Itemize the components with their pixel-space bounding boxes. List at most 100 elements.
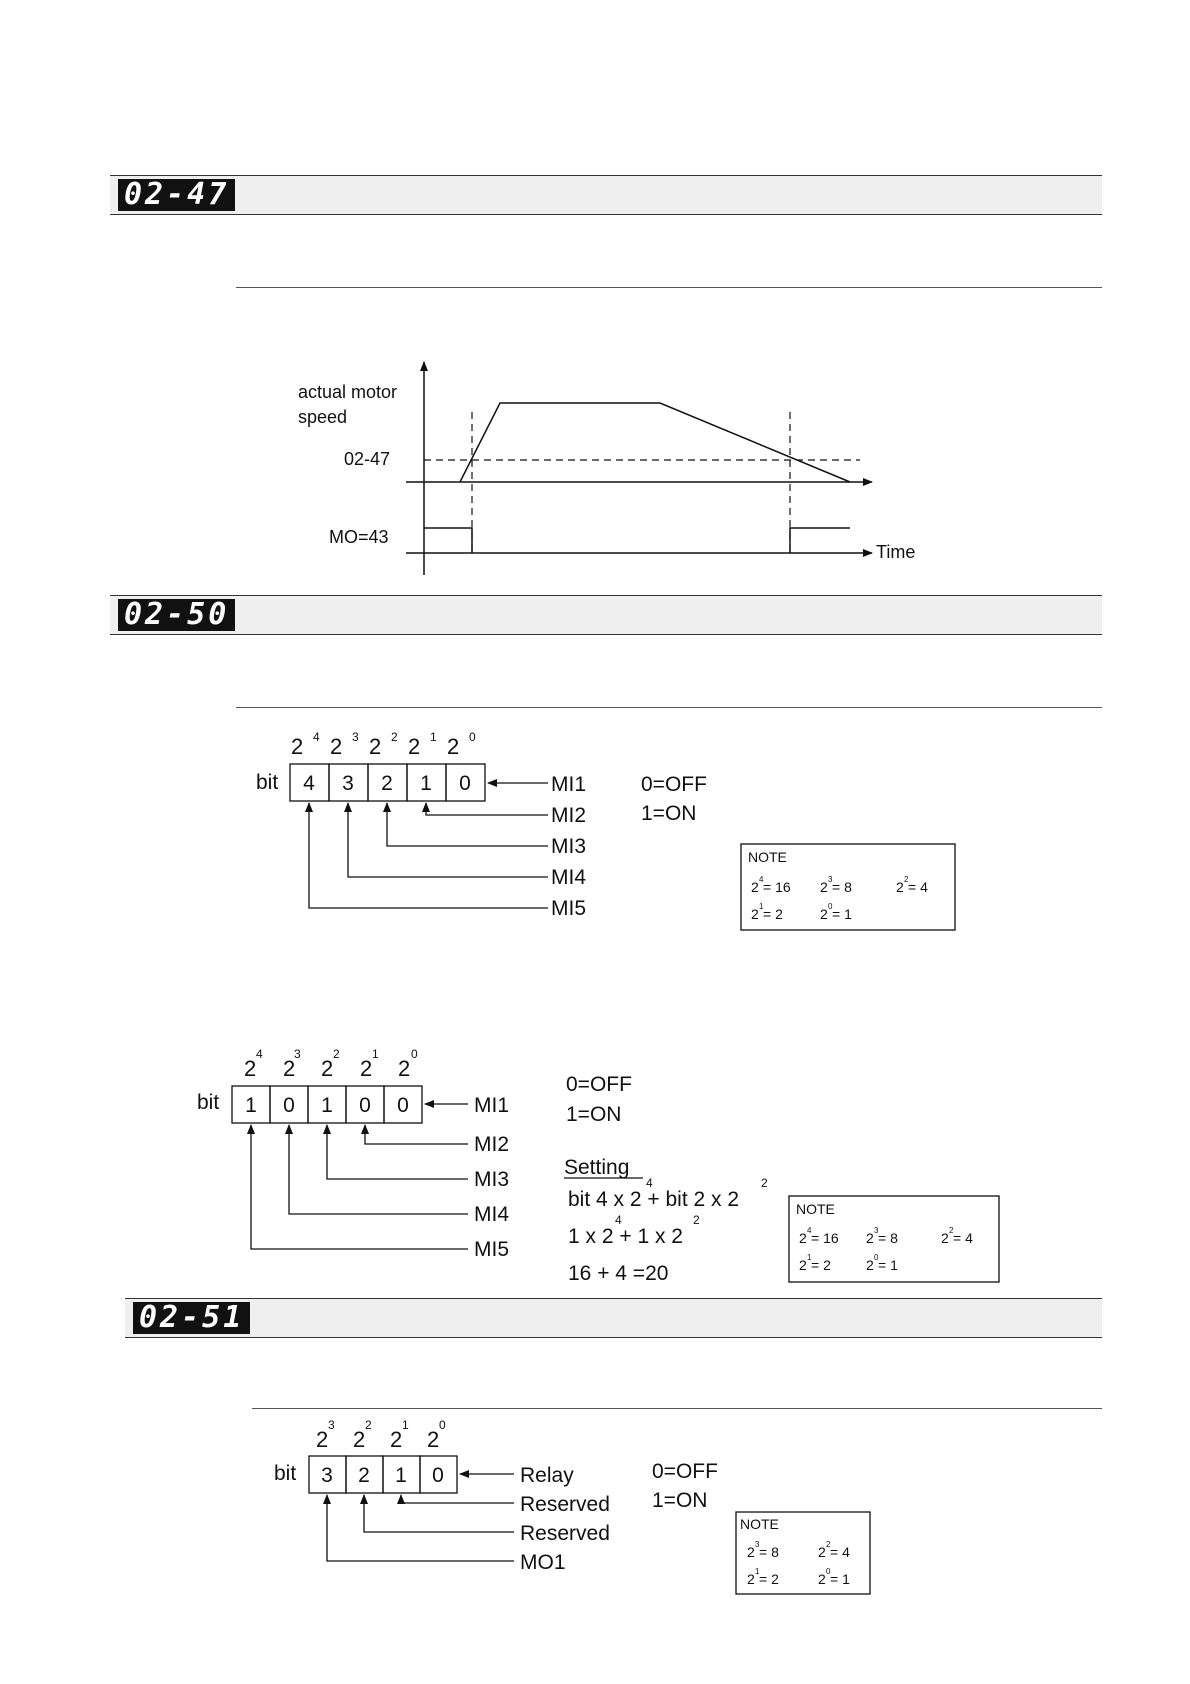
bit-cell-value: 0 — [397, 1094, 409, 1117]
note-base: 2 — [799, 1230, 807, 1246]
note-value: = 1 — [878, 1257, 898, 1273]
note-exponent: 1 — [755, 1567, 760, 1576]
note-box: NOTE 2 3 = 8 2 2 = 4 2 1 = 2 2 0 = 1 — [735, 1511, 871, 1595]
level-label: 02-47 — [344, 449, 390, 469]
power-exponent: 1 — [402, 1418, 409, 1432]
parameter-code-display: 02-50 — [118, 599, 236, 631]
power-exponent: 0 — [439, 1418, 446, 1432]
formula-exponent: 4 — [615, 1213, 622, 1227]
note-base: 2 — [866, 1230, 874, 1246]
parameter-code-display: 02-47 — [118, 179, 236, 211]
bit-cell-value: 3 — [342, 772, 354, 795]
input-label: MI5 — [474, 1238, 509, 1261]
bit-cell-value: 0 — [359, 1094, 371, 1117]
note-base: 2 — [818, 1544, 826, 1560]
bit-label: bit — [274, 1462, 296, 1485]
input-label: MI3 — [474, 1168, 509, 1191]
note-exponent: 4 — [759, 875, 764, 884]
note-base: 2 — [747, 1544, 755, 1560]
note-value: = 2 — [763, 906, 783, 922]
note-value: = 8 — [759, 1544, 779, 1560]
power-exponent: 2 — [365, 1418, 372, 1432]
power-base: 2 — [330, 734, 342, 759]
note-title: NOTE — [740, 1516, 779, 1532]
power-exponent: 3 — [352, 730, 359, 744]
x-axis-label: Time — [876, 542, 915, 562]
power-base: 2 — [244, 1056, 256, 1081]
power-base: 2 — [291, 734, 303, 759]
mo-signal-on-1 — [424, 527, 473, 553]
note-base: 2 — [799, 1257, 807, 1273]
arrow-mi5 — [305, 802, 548, 909]
formula-exponent: 4 — [646, 1176, 653, 1190]
note-base: 2 — [866, 1257, 874, 1273]
mo-signal-on-2 — [789, 527, 850, 553]
note-value: = 1 — [830, 1571, 850, 1587]
power-exponent: 2 — [333, 1047, 340, 1061]
formula-line-1: bit 4 x 2 + bit 2 x 2 — [568, 1188, 739, 1211]
note-value: = 2 — [759, 1571, 779, 1587]
on-legend: 1=ON — [641, 802, 696, 825]
input-label: MI1 — [474, 1094, 509, 1117]
arrow-mi4 — [344, 802, 548, 878]
note-exponent: 4 — [807, 1226, 812, 1235]
arrow-mi2 — [422, 802, 548, 816]
note-exponent: 0 — [826, 1567, 831, 1576]
mo-label: MO=43 — [329, 527, 389, 547]
output-label: Relay — [520, 1464, 574, 1487]
note-value: = 16 — [763, 879, 791, 895]
input-label: MI2 — [551, 804, 586, 827]
note-value: = 1 — [832, 906, 852, 922]
note-exponent: 1 — [759, 902, 764, 911]
output-label: MO1 — [520, 1551, 566, 1574]
arrow-mi5 — [247, 1124, 468, 1250]
formula-exponent: 2 — [693, 1213, 700, 1227]
bit-label: bit — [256, 771, 278, 794]
note-base: 2 — [751, 879, 759, 895]
note-base: 2 — [818, 1571, 826, 1587]
bit-cell-value: 4 — [303, 772, 315, 795]
note-box: NOTE 2 4 = 16 2 3 = 8 2 2 = 4 2 1 = 2 2 … — [788, 1195, 1000, 1283]
input-label: MI1 — [551, 773, 586, 796]
arrow-mi3 — [323, 1124, 468, 1180]
note-base: 2 — [820, 879, 828, 895]
bit-diagram-mi-definition: 2 4 2 3 2 2 2 1 2 0 bit 4 3 2 1 0 MI1 MI… — [256, 730, 956, 931]
speed-curve — [459, 402, 851, 483]
note-exponent: 1 — [807, 1253, 812, 1262]
bit-diagram-mi-example: 2 4 2 3 2 2 2 1 2 0 bit 1 0 1 0 0 MI1 MI… — [197, 1047, 1000, 1285]
note-value: = 16 — [811, 1230, 839, 1246]
divider — [236, 287, 1102, 288]
off-legend: 0=OFF — [566, 1073, 632, 1096]
speed-timing-diagram: actual motor speed 02-47 MO=43 Time — [298, 361, 915, 575]
power-base: 2 — [369, 734, 381, 759]
setting-title: Setting — [564, 1156, 629, 1179]
bit-cell-value: 0 — [459, 772, 471, 795]
note-exponent: 2 — [826, 1540, 831, 1549]
power-base: 2 — [390, 1427, 402, 1452]
note-base: 2 — [751, 906, 759, 922]
divider — [236, 707, 1102, 708]
y-axis-label-line1: actual motor — [298, 382, 397, 402]
note-base: 2 — [820, 906, 828, 922]
power-exponent: 0 — [469, 730, 476, 744]
note-title: NOTE — [748, 849, 787, 865]
note-title: NOTE — [796, 1201, 835, 1217]
input-label: MI4 — [474, 1203, 509, 1226]
note-value: = 4 — [908, 879, 928, 895]
note-exponent: 3 — [874, 1226, 879, 1235]
note-base: 2 — [896, 879, 904, 895]
power-base: 2 — [408, 734, 420, 759]
power-exponent: 4 — [313, 730, 320, 744]
off-legend: 0=OFF — [652, 1460, 718, 1483]
bit-cell — [383, 1085, 423, 1124]
input-label: MI5 — [551, 897, 586, 920]
note-exponent: 2 — [949, 1226, 954, 1235]
power-exponent: 0 — [411, 1047, 418, 1061]
output-label: Reserved — [520, 1522, 610, 1545]
arrow-mi3 — [383, 802, 548, 847]
note-exponent: 3 — [828, 875, 833, 884]
parameter-code-display: 02-51 — [133, 1302, 251, 1334]
power-base: 2 — [283, 1056, 295, 1081]
bit-cell-value: 2 — [381, 772, 393, 795]
